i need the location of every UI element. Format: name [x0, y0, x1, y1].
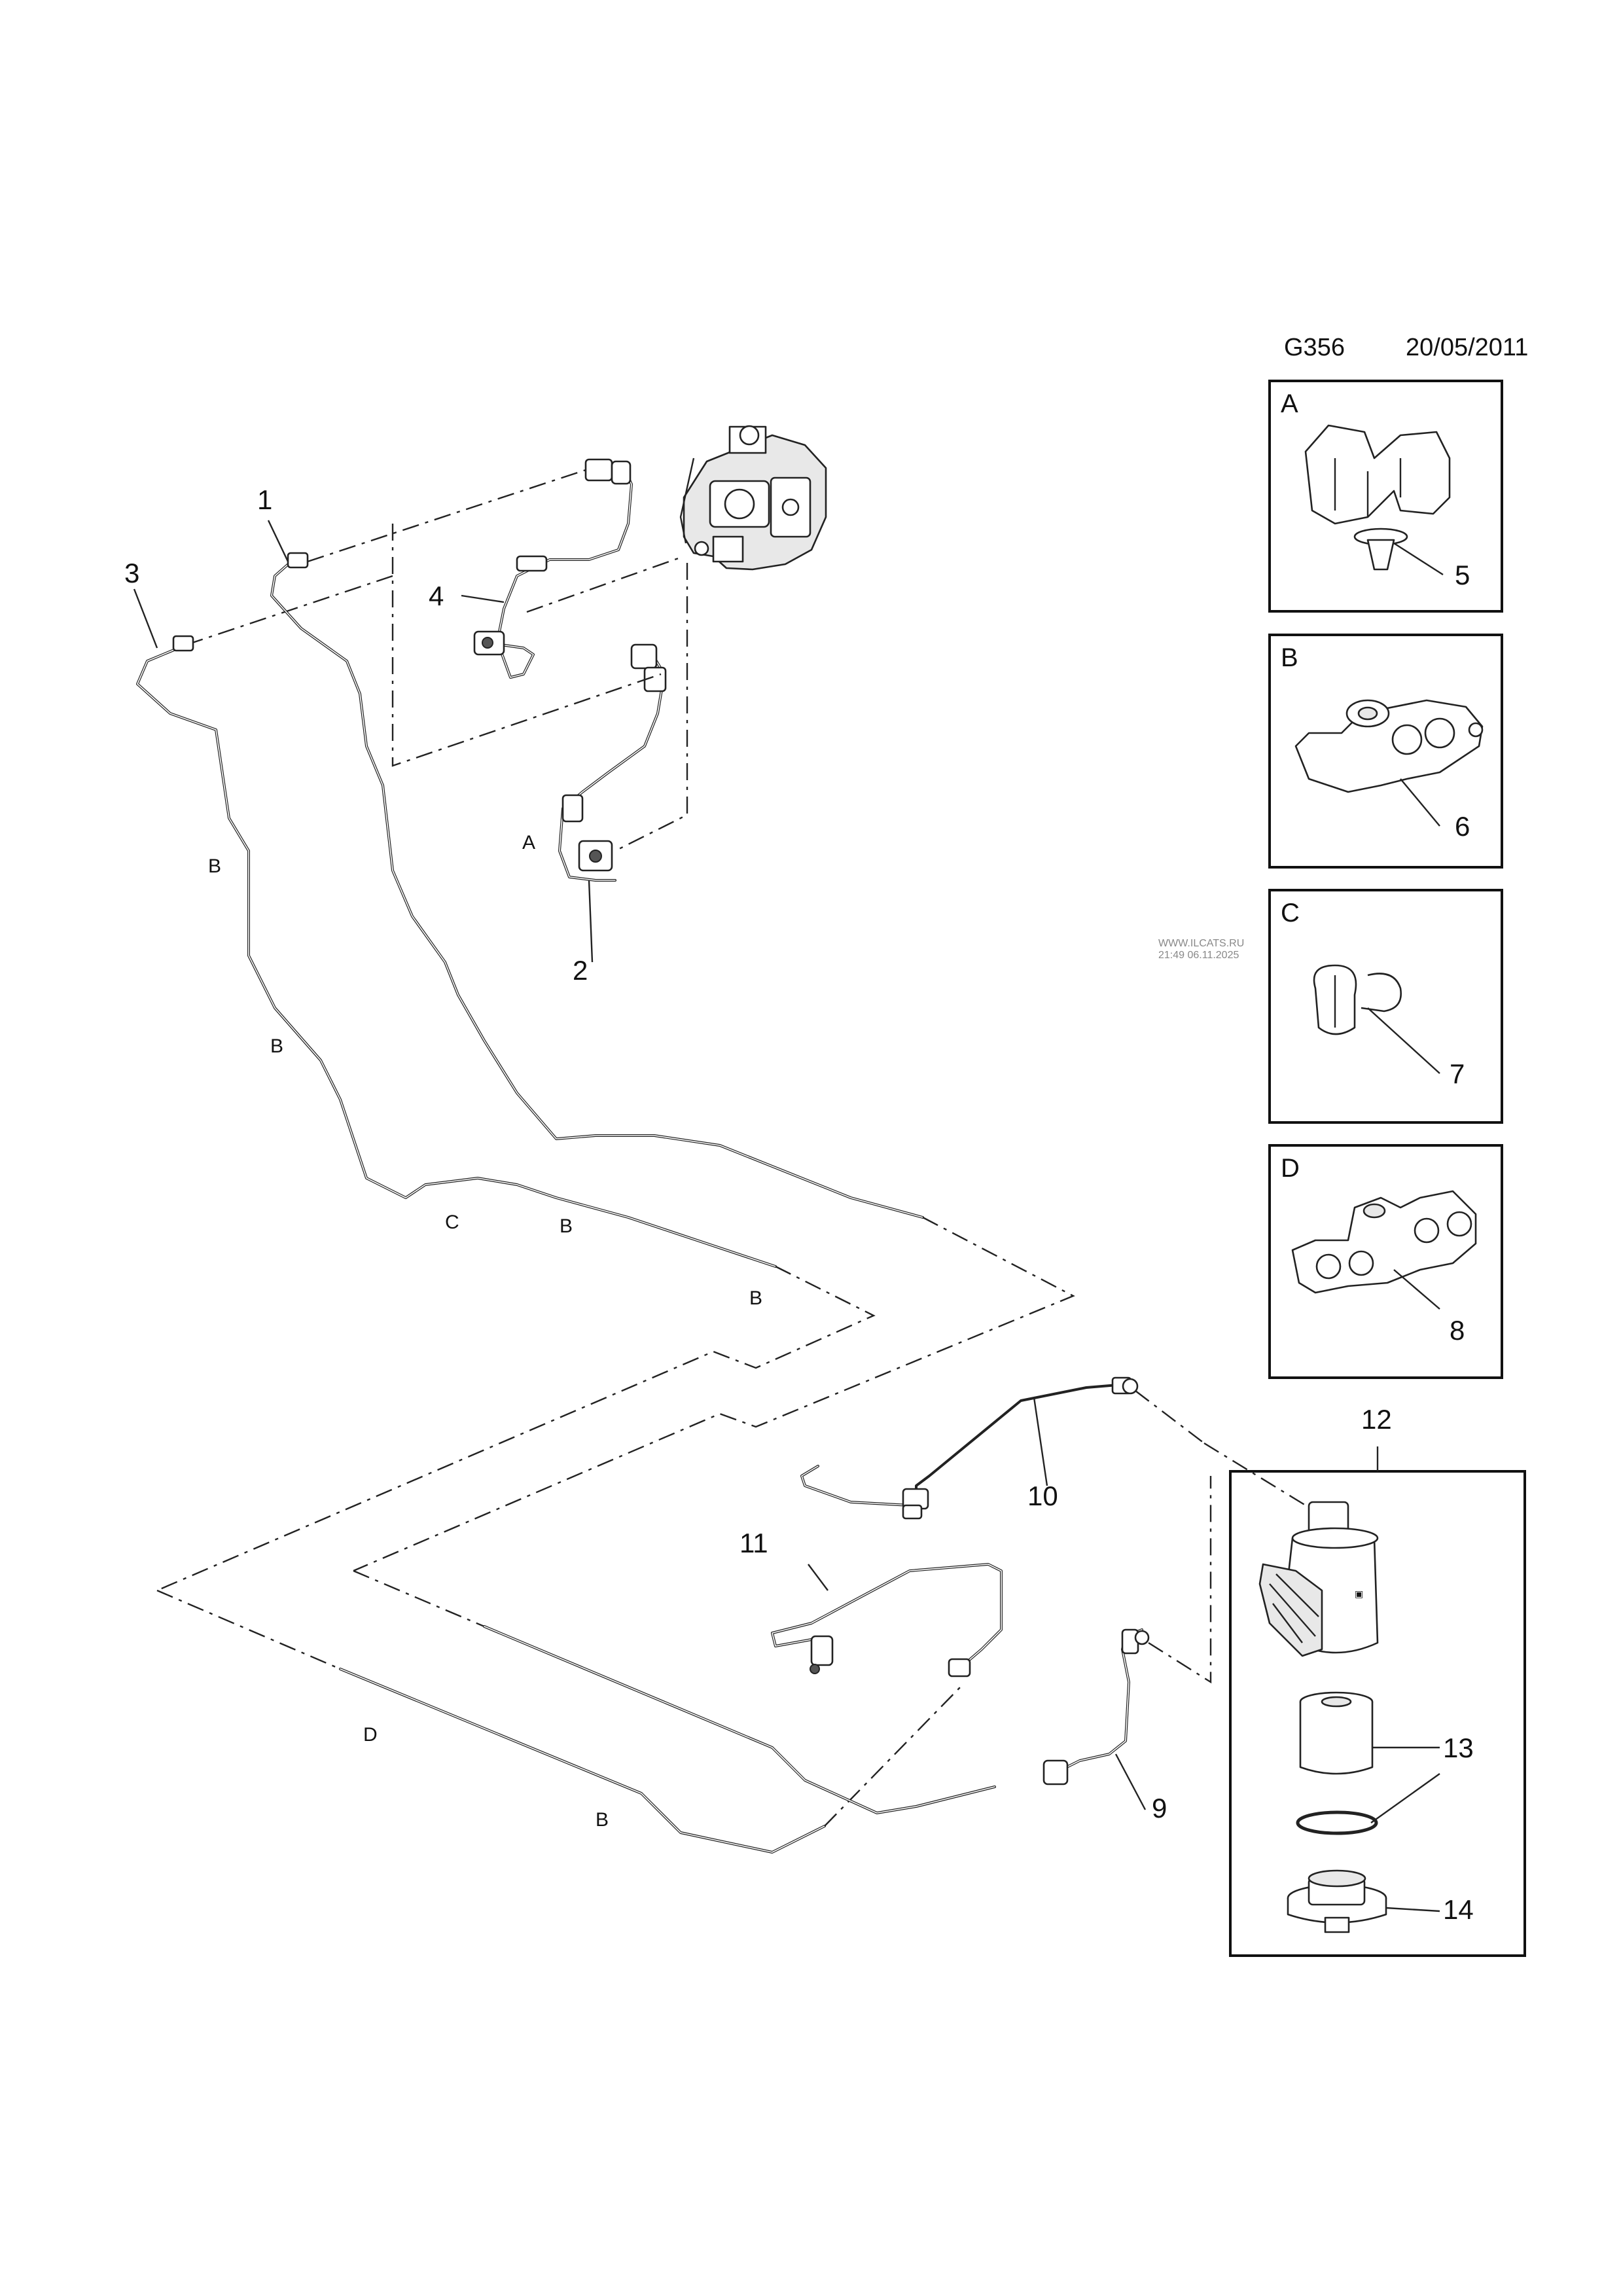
routing-dash-upper-5 [615, 563, 688, 852]
filter-cap [1287, 1869, 1387, 1933]
clip-box-letter-d: D [1281, 1154, 1300, 1183]
fuel-hose-10 [800, 1376, 1139, 1520]
line-letter-c: C [445, 1211, 459, 1233]
watermark-site: WWW.ILCATS.RU [1158, 938, 1244, 949]
line-letter-b-5: B [596, 1809, 609, 1831]
fuel-filter-housing: ▣ [1258, 1501, 1379, 1657]
routing-dash-10-12 [1135, 1390, 1306, 1507]
callout-8: 8 [1450, 1315, 1465, 1346]
diagram-code: G356 [1284, 334, 1345, 361]
routing-dash-mid-2 [353, 1216, 1075, 1572]
routing-dash-upper-1 [391, 524, 662, 767]
fuel-hose-11 [771, 1563, 1003, 1677]
fuel-hose-9 [1042, 1628, 1150, 1785]
fuel-line-1 [270, 552, 924, 1219]
line-letter-d: D [363, 1724, 378, 1746]
callout-4: 4 [429, 581, 444, 611]
callout-6: 6 [1455, 811, 1470, 842]
callout-14: 14 [1443, 1894, 1474, 1925]
callout-10: 10 [1027, 1480, 1058, 1511]
callout-9: 9 [1152, 1793, 1167, 1823]
callout-5: 5 [1455, 560, 1470, 590]
callout-12: 12 [1361, 1404, 1392, 1435]
o-ring-14-seal [1296, 1810, 1378, 1835]
callout-11: 11 [739, 1528, 768, 1558]
fuel-line-3 [136, 635, 777, 1268]
callout-numbers: 1 2 3 4 5 6 7 8 9 10 11 12 13 14 [124, 484, 1474, 1925]
callout-1: 1 [257, 484, 272, 515]
fuel-line-lower-b [353, 1570, 996, 1814]
routing-dash-upper-3 [186, 575, 393, 646]
clip-box-b [1268, 634, 1503, 869]
clip-box-letter-c: C [1281, 899, 1300, 927]
filter-element-13 [1299, 1691, 1374, 1775]
line-letter-b-3: B [560, 1215, 573, 1237]
fuel-line-lower-d [156, 1589, 963, 1854]
routing-dash-upper-4 [526, 555, 685, 613]
callout-2: 2 [573, 955, 588, 986]
routing-dash-9-12 [1148, 1476, 1212, 1684]
callout-3: 3 [124, 558, 139, 588]
watermark-time: 21:49 06.11.2025 [1158, 950, 1239, 961]
line-letter-b-2: B [270, 1035, 283, 1057]
routing-dash-mid-1 [156, 1265, 876, 1592]
callout-13: 13 [1443, 1732, 1474, 1763]
line-section-letters: A B B C B B D B [208, 832, 762, 1831]
filter-assembly-frame [1229, 1470, 1526, 1957]
routing-dash-upper-2 [307, 469, 586, 563]
high-pressure-pump [679, 425, 827, 571]
clip-box-a [1268, 380, 1503, 613]
callout-leaders [133, 520, 1444, 1912]
fuel-hose-4 [473, 458, 633, 679]
clip-box-c [1268, 889, 1503, 1124]
line-letter-b-1: B [208, 855, 221, 877]
clip-box-letter-a: A [1281, 389, 1298, 418]
fuel-hose-2 [558, 643, 667, 882]
line-letter-a: A [522, 832, 535, 853]
clip-box-letter-b: B [1281, 643, 1298, 672]
filter-logo-mark: ▣ [1355, 1588, 1363, 1599]
line-letter-b-4: B [749, 1287, 762, 1309]
clip-box-d [1268, 1144, 1503, 1379]
diagram-date: 20/05/2011 [1406, 334, 1528, 361]
callout-7: 7 [1450, 1058, 1465, 1089]
